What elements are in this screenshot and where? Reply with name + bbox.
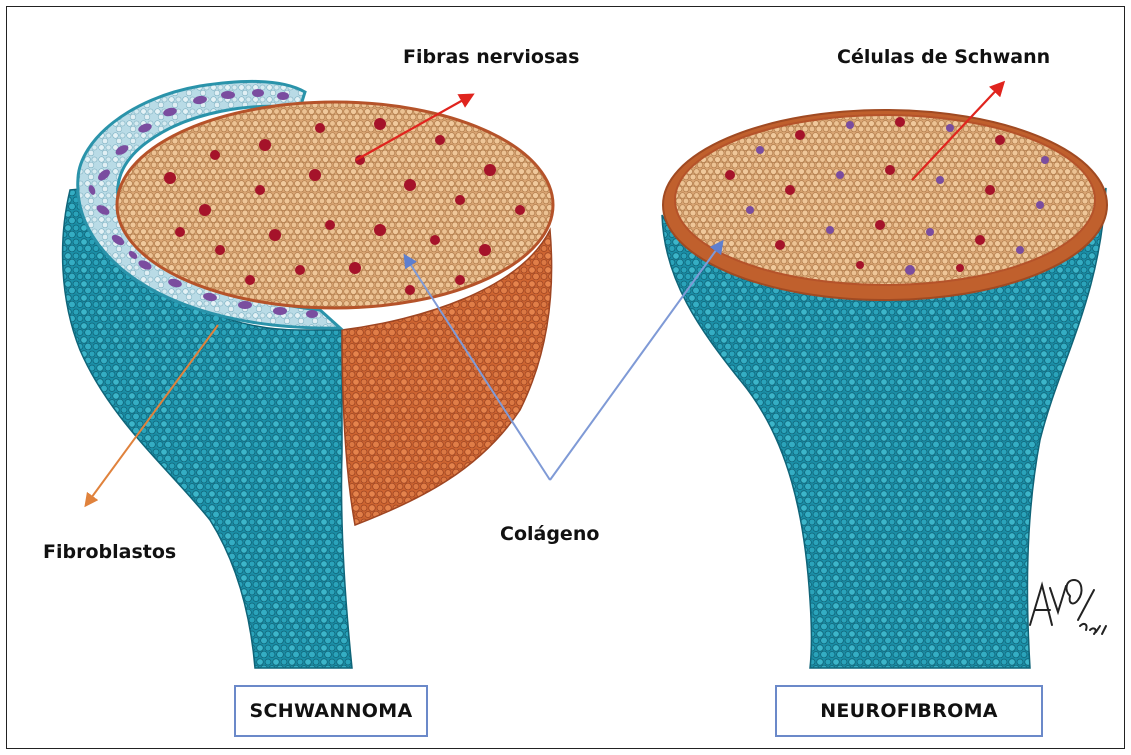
label-fibras-nerviosas: Fibras nerviosas [403,46,579,68]
neurofibroma-top-surface [675,115,1095,285]
schwannoma-illustration [63,81,553,668]
neurofibroma-illustration [662,110,1107,668]
arrow-colageno-right [550,242,722,480]
caption-neurofibroma: NEUROFIBROMA [775,685,1043,737]
artist-signature [1030,580,1106,634]
label-celulas-schwann: Células de Schwann [837,46,1050,68]
label-fibroblastos: Fibroblastos [43,541,176,563]
label-colageno: Colágeno [500,523,599,545]
caption-schwannoma: SCHWANNOMA [234,685,428,737]
schwannoma-fascicle-top [117,102,553,308]
